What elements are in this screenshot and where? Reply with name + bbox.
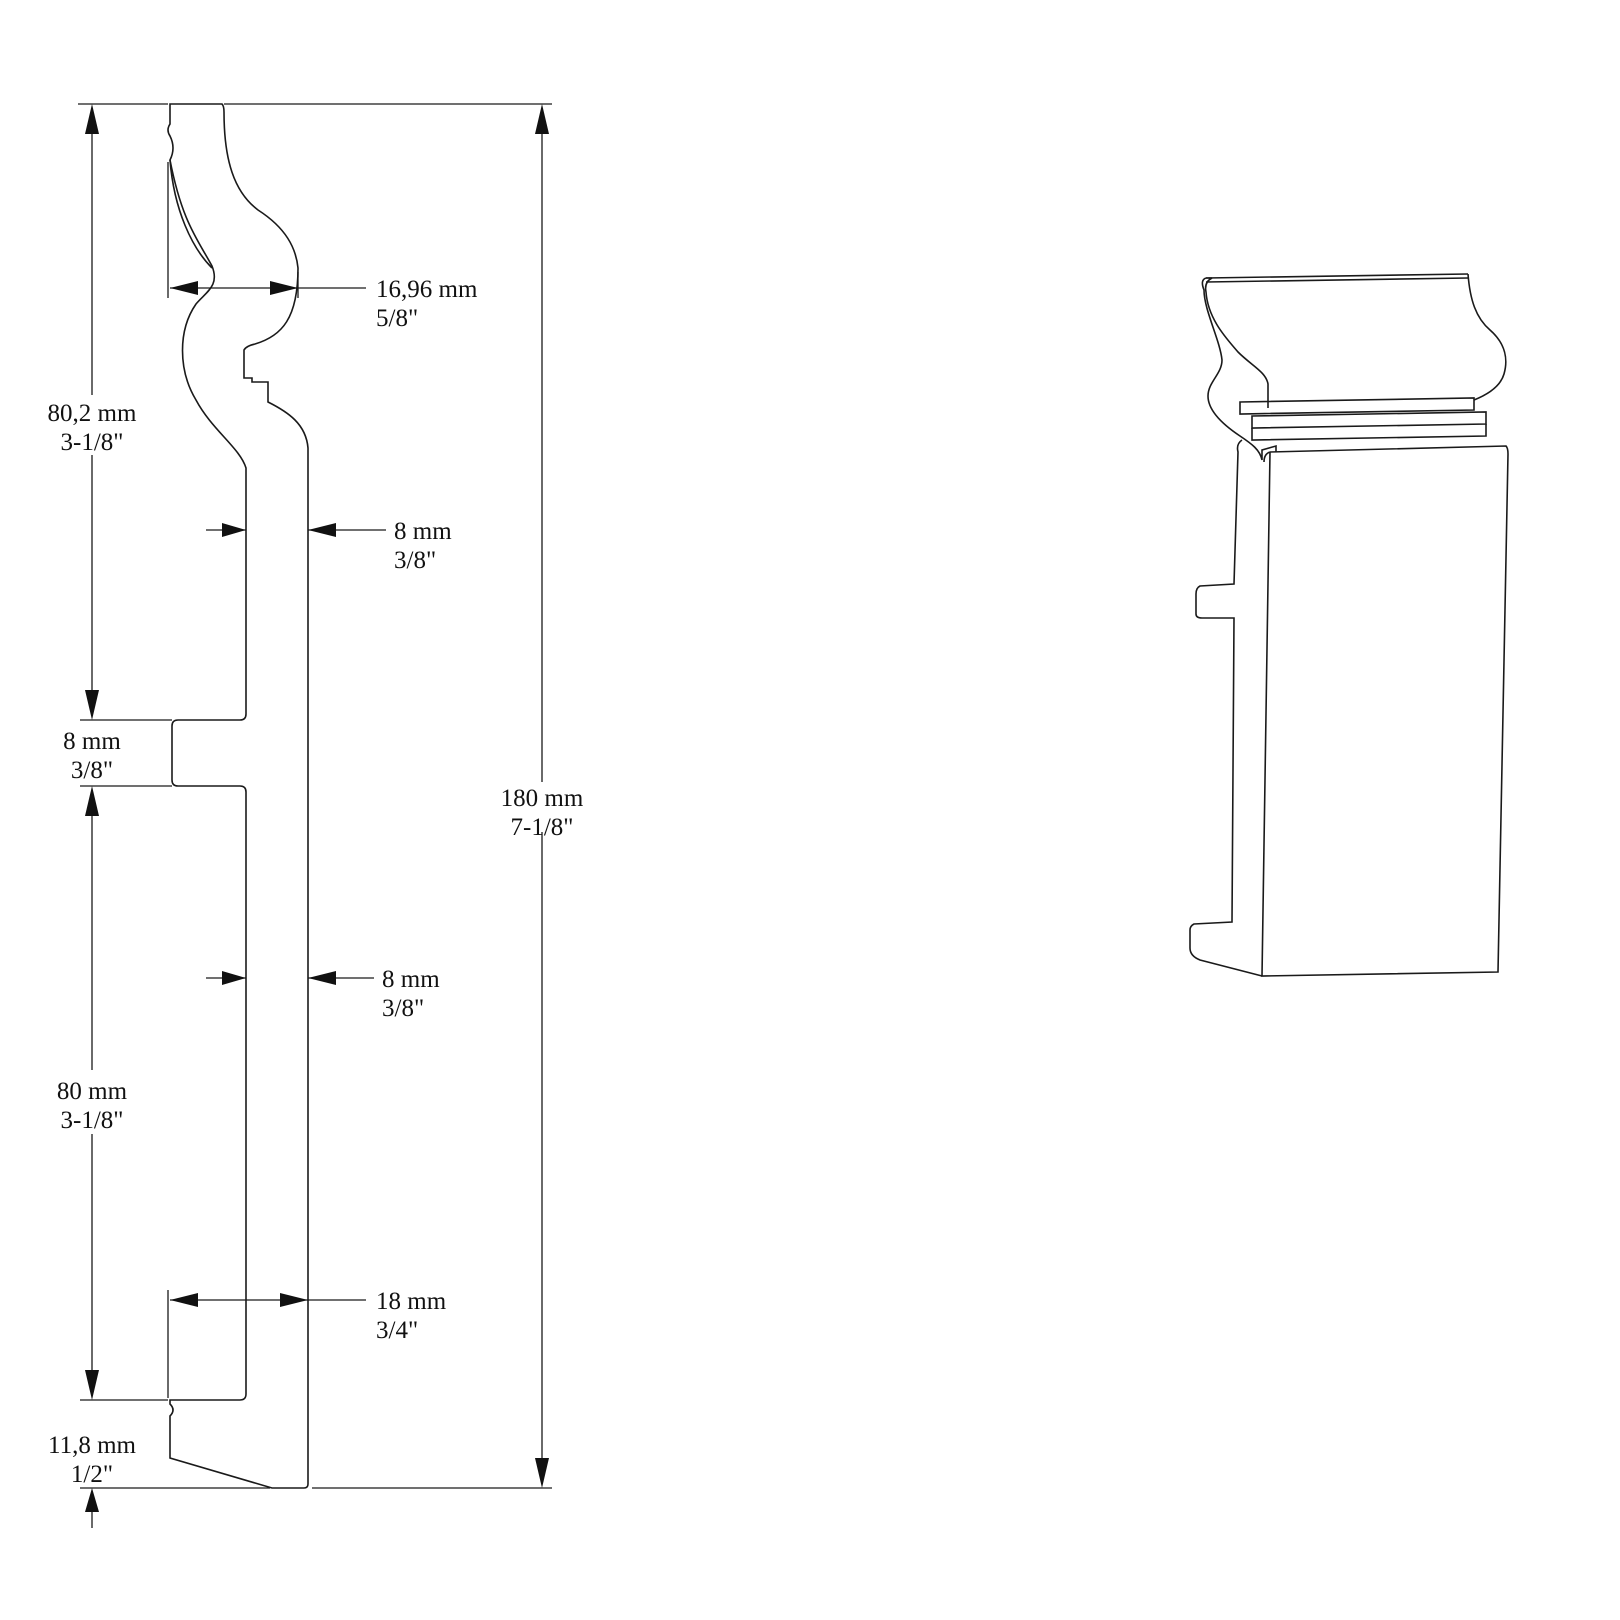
perspective-view <box>1189 273 1509 977</box>
thickness-mm-label: 18 mm <box>376 1288 447 1315</box>
base-lip-mm-label: 11,8 mm <box>48 1432 137 1459</box>
wall-lower-inch-label: 3/8" <box>382 995 424 1022</box>
perspective-front-cove <box>1467 273 1507 401</box>
profile-depth-mm-label: 16,96 mm <box>376 276 478 303</box>
perspective-side-profile <box>1201 277 1277 461</box>
perspective-band <box>1239 397 1475 415</box>
wall-upper-inch-label: 3/8" <box>394 547 436 574</box>
perspective-back-edge <box>1189 439 1263 977</box>
dimension-labels: 16,96 mm 5/8" 80,2 mm 3-1/8" 8 mm 3/8" 8… <box>48 276 584 1488</box>
thickness-inch-label: 3/4" <box>376 1317 418 1344</box>
total-height-inch-label: 7-1/8" <box>511 814 574 841</box>
wall-upper-mm-label: 8 mm <box>394 518 452 545</box>
upper-section-inch-label: 3-1/8" <box>61 429 124 456</box>
lower-section-mm-label: 80 mm <box>57 1078 128 1105</box>
groove-mm-label: 8 mm <box>63 728 121 755</box>
profile-outline <box>167 103 309 1489</box>
dimension-lines <box>78 103 552 1528</box>
wall-lower-mm-label: 8 mm <box>382 966 440 993</box>
base-lip-inch-label: 1/2" <box>71 1461 113 1488</box>
groove-inch-label: 3/8" <box>71 757 113 784</box>
perspective-front-face <box>1261 445 1509 977</box>
perspective-top-edge <box>1205 273 1469 279</box>
cross-section-profile <box>167 103 309 1489</box>
profile-depth-inch-label: 5/8" <box>376 305 418 332</box>
lower-section-inch-label: 3-1/8" <box>61 1107 124 1134</box>
total-height-mm-label: 180 mm <box>501 785 584 812</box>
upper-section-mm-label: 80,2 mm <box>48 400 137 427</box>
profile-inner-curve <box>169 159 213 269</box>
